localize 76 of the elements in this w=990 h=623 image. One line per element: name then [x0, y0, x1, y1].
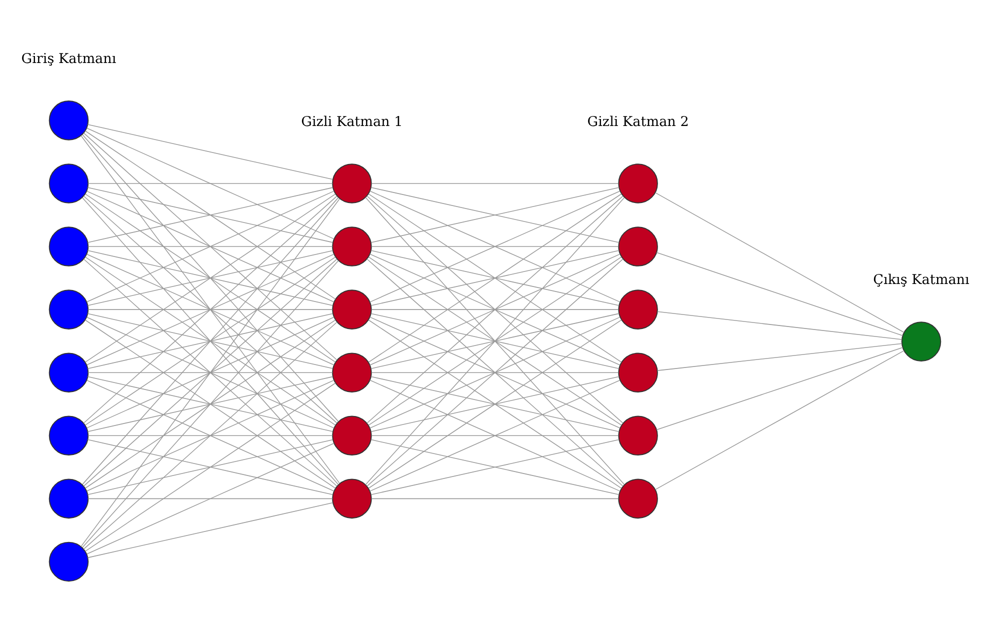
connector — [371, 498, 619, 500]
node-circle — [618, 226, 658, 266]
connector — [86, 190, 334, 302]
node-circle — [48, 416, 89, 456]
connector — [370, 187, 620, 243]
connector — [82, 197, 339, 485]
connector — [654, 350, 904, 490]
connector — [657, 311, 902, 340]
connector — [86, 316, 334, 428]
connector — [88, 246, 333, 247]
connector — [370, 439, 620, 496]
node-circle — [332, 164, 372, 204]
connector — [86, 380, 334, 492]
connector — [371, 309, 619, 310]
connector — [656, 347, 904, 430]
node-circle — [618, 416, 658, 456]
connector — [371, 183, 619, 184]
connector — [369, 190, 620, 302]
connector — [83, 132, 338, 360]
node-circle — [48, 164, 89, 204]
connector — [368, 256, 622, 426]
connector — [86, 128, 334, 240]
connector — [371, 372, 619, 373]
connector — [370, 313, 620, 369]
node-circle — [48, 478, 89, 519]
node-circle — [48, 290, 89, 330]
node-circle — [618, 164, 658, 204]
connector — [82, 260, 339, 548]
connector — [657, 343, 902, 371]
label: Çıkış Katmanı — [873, 272, 970, 288]
connector — [368, 194, 622, 363]
connector — [87, 313, 334, 369]
connector — [87, 250, 334, 306]
connector — [84, 194, 336, 363]
node-circle — [901, 322, 942, 362]
node-circle — [618, 352, 658, 392]
connector — [84, 256, 336, 426]
node-circle — [332, 226, 372, 266]
connector — [80, 135, 340, 484]
connector — [87, 502, 334, 558]
connector — [370, 250, 620, 306]
label: Gizli Katman 2 — [587, 114, 689, 130]
connector — [371, 246, 619, 247]
node-circle — [332, 290, 372, 330]
node-circle — [332, 416, 372, 456]
node-circle — [618, 290, 658, 330]
node-circle — [48, 226, 89, 266]
node-circle — [618, 478, 658, 519]
connector — [83, 322, 338, 550]
node-circle — [48, 100, 89, 140]
connector — [87, 187, 334, 243]
connector — [86, 442, 334, 554]
node-circle — [332, 478, 372, 519]
connector — [88, 183, 333, 184]
connector — [88, 309, 333, 310]
connector — [371, 435, 619, 436]
label: Gizli Katman 1 — [301, 114, 403, 130]
connector — [84, 382, 336, 552]
label: Giriş Katmanı — [21, 50, 116, 67]
connector — [654, 192, 904, 333]
connector — [80, 198, 340, 547]
connector — [82, 134, 339, 422]
connector — [88, 435, 333, 436]
connector — [86, 254, 334, 366]
connector — [87, 124, 334, 180]
node-circle — [48, 542, 89, 582]
connector — [84, 320, 336, 489]
connector — [368, 320, 622, 489]
connector — [87, 376, 334, 432]
node-circle — [332, 352, 372, 392]
connector — [88, 498, 333, 500]
connector — [88, 372, 333, 373]
connector — [656, 252, 904, 336]
connector — [84, 130, 336, 300]
node-circle — [48, 352, 89, 392]
connector — [369, 254, 620, 366]
